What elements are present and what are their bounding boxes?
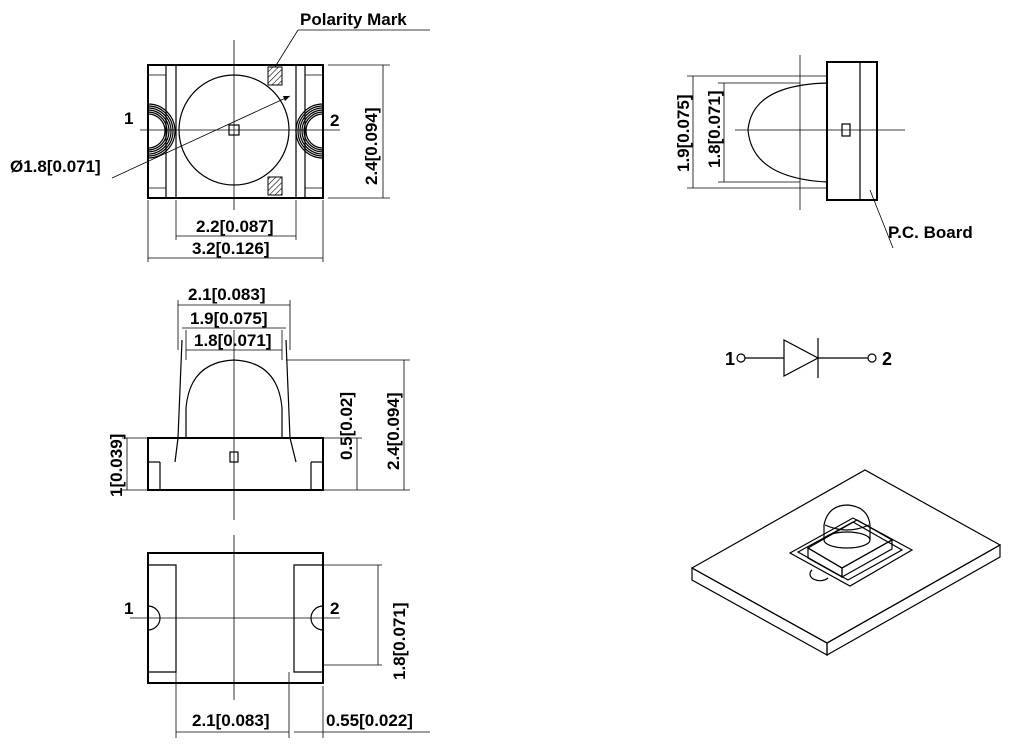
schematic-pin1-label: 1 (725, 349, 735, 369)
top-view: 1 2 Ø1.8[0.071] Polarity Mark 2.4[0.094]… (10, 10, 430, 262)
front-w3-label: 1.8[0.071] (194, 331, 272, 350)
pc-board-side (826, 61, 878, 201)
terminal-notch-right (295, 103, 324, 159)
front-h2-label: 2.4[0.094] (384, 393, 403, 471)
side-view: 1.9[0.075] 1.8[0.071] P.C. Board (674, 55, 973, 249)
bottom-pad-left (148, 564, 177, 673)
side-dome-inner-label: 1.8[0.071] (705, 91, 724, 169)
pc-board-label: P.C. Board (888, 223, 973, 242)
top-pin1-label: 1 (124, 109, 133, 128)
side-dome-height-label: 1.9[0.075] (674, 95, 693, 173)
polarity-mark-label: Polarity Mark (300, 10, 407, 29)
bottom-view: 1 2 1.8[0.071] 2.1[0.083] 0.55[0.022] (124, 535, 430, 738)
bottom-pin2-label: 2 (330, 599, 339, 618)
front-base-height-label: 1[0.039] (107, 434, 126, 497)
diode-symbol (783, 339, 820, 377)
isometric-board-top (690, 469, 1002, 644)
polarity-mark-top (267, 66, 283, 86)
schematic-pin2-label: 2 (882, 349, 892, 369)
front-view-base (147, 437, 324, 491)
bottom-pad-span-label: 2.1[0.083] (192, 711, 270, 730)
isometric-view (690, 469, 1002, 657)
top-inner-width-label: 2.2[0.087] (196, 217, 274, 236)
top-height-label: 2.4[0.094] (362, 108, 381, 186)
top-pin2-label: 2 (330, 111, 339, 130)
isometric-dome (823, 504, 871, 540)
diode-schematic: 1 2 (725, 338, 892, 378)
bottom-pad-width-label: 0.55[0.022] (326, 711, 413, 730)
front-w2-label: 1.9[0.075] (190, 309, 268, 328)
terminal-notch-left (147, 103, 176, 159)
bottom-pad-right (293, 564, 323, 673)
polarity-mark-bottom (267, 176, 283, 196)
bottom-height-label: 1.8[0.071] (390, 603, 409, 681)
diameter-label: Ø1.8[0.071] (10, 157, 101, 176)
top-outer-width-label: 3.2[0.126] (192, 239, 270, 258)
side-view-dome (747, 82, 828, 183)
bottom-pin1-label: 1 (124, 599, 133, 618)
front-view: 2.1[0.083] 1.9[0.075] 1.8[0.071] 1[0.039… (107, 285, 410, 520)
top-view-body (147, 64, 324, 199)
front-w1-label: 2.1[0.083] (188, 285, 266, 304)
front-h1-label: 0.5[0.02] (337, 392, 356, 460)
